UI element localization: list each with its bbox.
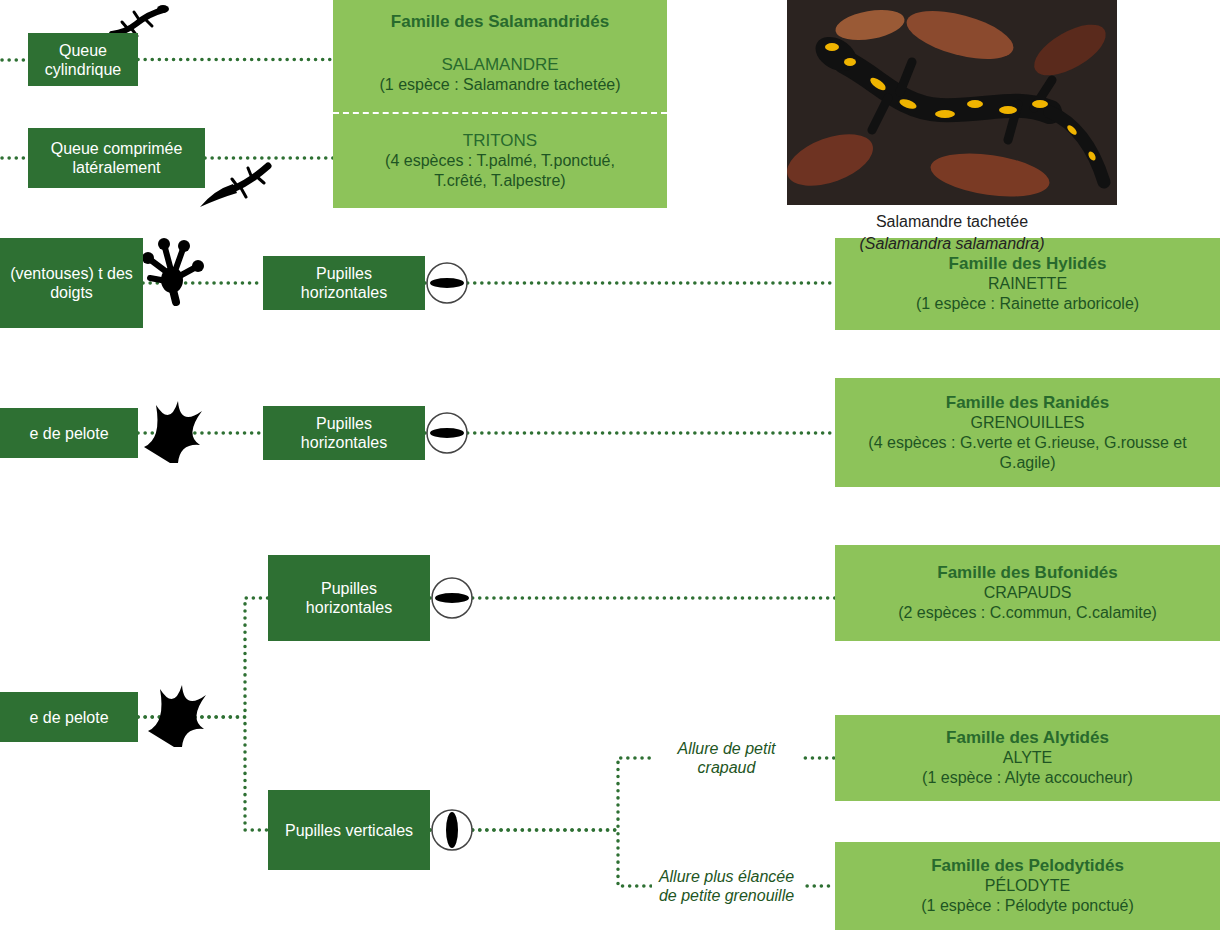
node-text: (1 espèce : Alyte accoucheur) [865,768,1190,788]
node-text: PÉLODYTE [865,876,1190,896]
node-text: e de pelote [8,424,130,443]
edge-label: Allure de petit crapaud [652,737,802,779]
newt-icon [232,168,264,197]
yellow-spot [844,58,856,66]
node-text: ALYTE [865,748,1190,768]
node-text: e de pelote [8,708,130,727]
key-box: e de pelote [0,692,138,742]
key-box: Pupilles horizontales [263,256,425,310]
node-text: Queue comprimée latéralement [36,139,197,177]
node-text: Famille des Salamandridés [333,12,667,32]
dotted-connector [425,281,835,285]
photo-caption: Salamandre tachetée [787,212,1117,232]
leaf [833,5,907,45]
node-text: (1 espèce : Rainette arboricole) [865,294,1190,314]
toe-disk [142,252,154,264]
node-text: Pupilles verticales [276,821,422,840]
foot-icon [144,401,202,463]
leaf [780,124,880,196]
edge-label: Allure plus élancée de petite grenouille [652,865,802,907]
lead-line [2,58,28,62]
yellow-spot [1066,124,1079,137]
foot-heel [172,286,176,302]
node-text: TRITONS [363,131,637,151]
key-box: Pupilles verticales [268,790,430,870]
genus-section: SALAMANDRE(1 espèce : Salamandre tacheté… [333,40,667,110]
node-text: (4 espèces : T.palmé, T.ponctué, T.crêté… [363,151,637,191]
toe-disk [158,238,170,250]
salamander-icon [112,10,163,34]
node-text: Pupilles horizontales [271,414,417,452]
salamander-head [809,30,862,78]
leaf [928,147,1052,203]
key-box: Queue comprimée latéralement [28,128,205,188]
node-text: Pupilles horizontales [276,579,422,617]
toe-disk [178,240,190,252]
dotted-connector [138,58,333,62]
eye-icon [427,413,467,453]
node-text: Famille des Hylidés [865,254,1190,274]
yellow-spot [999,106,1017,114]
key-box: e de pelote [0,408,138,458]
family-box: Famille des BufonidésCRAPAUDS(2 espèces … [835,545,1220,641]
family-box: Famille des RanidésGRENOUILLES(4 espèces… [835,378,1220,487]
genus-section: TRITONS(4 espèces : T.palmé, T.ponctué, … [333,112,667,208]
leaf [1026,14,1113,85]
eye-icon [432,578,472,618]
yellow-spot [1087,150,1097,162]
eye-icon [432,810,472,850]
toe-disk [192,260,204,272]
foot-disks-icon [142,238,204,302]
node-text: Famille des Alytidés [865,728,1190,748]
node-text: CRAPAUDS [865,583,1190,603]
leaf [902,1,1019,68]
yellow-spot [868,76,887,93]
node-text: (1 espèce : Pélodyte ponctué) [865,896,1190,916]
lead-line [2,156,28,160]
eye-icon [427,263,467,303]
node-text: Famille des Pelodytidés [865,856,1190,876]
salamander-icon [157,5,169,13]
foot-icon [148,685,206,747]
key-box: (ventouses) t des doigts [0,238,143,328]
node-text: RAINETTE [865,274,1190,294]
pupil-horizontal [435,593,469,603]
node-text: Queue cylindrique [36,41,130,79]
foot-toes [148,244,198,282]
node-text: Famille des Ranidés [865,393,1190,413]
node-text: (4 espèces : G.verte et G.rieuse, G.rous… [865,433,1190,473]
salamander-legs [872,62,1052,140]
node-text: Pupilles horizontales [271,264,417,302]
dotted-connector [425,431,835,435]
yellow-spot [825,43,839,51]
node-text: (2 espèces : C.commun, C.calamite) [865,603,1190,623]
salamander-tail [1050,112,1104,182]
yellow-spot [967,100,983,108]
family-panel: Famille des SalamandridésSALAMANDRE(1 es… [333,0,667,208]
node-text: SALAMANDRE [363,55,637,75]
node-text: GRENOUILLES [865,413,1190,433]
node-text: (ventouses) t des doigts [8,264,135,302]
dotted-connector [205,156,333,160]
pupil-horizontal [430,278,464,288]
yellow-spot [898,97,918,111]
key-box: Pupilles horizontales [263,406,425,460]
pupil-horizontal [430,428,464,438]
key-box: Pupilles horizontales [268,555,430,641]
node-text: Famille des Bufonidés [865,563,1190,583]
family-box: Famille des AlytidésALYTE(1 espèce : Aly… [835,715,1220,801]
key-box: Queue cylindrique [28,33,138,86]
yellow-spot [935,110,955,118]
dotted-connector [430,596,835,600]
yellow-spot [1032,100,1048,108]
pupil-vertical [446,812,458,848]
photo-caption: (Salamandra salamandra) [787,234,1117,254]
family-box: Famille des PelodytidésPÉLODYTE(1 espèce… [835,842,1220,930]
node-text: (1 espèce : Salamandre tachetée) [363,75,637,95]
